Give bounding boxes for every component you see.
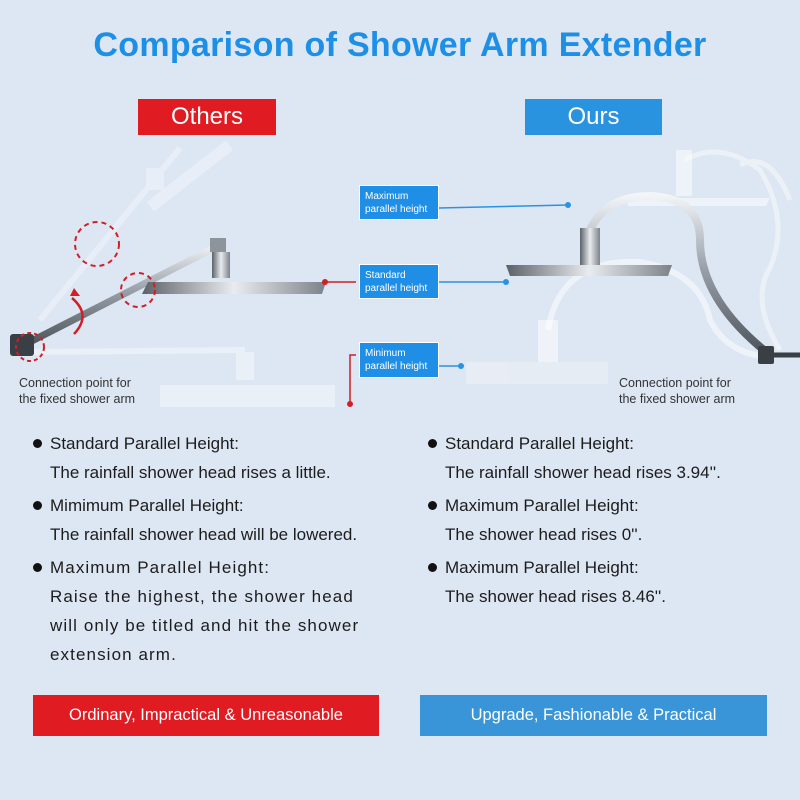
list-item: Standard Parallel Height: The rainfall s… — [31, 430, 421, 487]
bullet-heading: Maximum Parallel Height: — [426, 492, 796, 520]
bullet-heading: Standard Parallel Height: — [31, 430, 421, 458]
others-joint-circle-low — [15, 332, 45, 362]
list-item: Maximum Parallel Height: The shower head… — [426, 492, 796, 549]
bullet-text: The rainfall shower head rises 3.94''. — [445, 463, 721, 482]
ours-points-list: Standard Parallel Height: The rainfall s… — [426, 430, 796, 616]
comparison-illustration — [10, 140, 800, 407]
ours-label: Ours — [525, 99, 662, 135]
others-label: Others — [138, 99, 276, 135]
bullet-heading: Standard Parallel Height: — [426, 430, 796, 458]
list-item: Maximum Parallel Height: The shower head… — [426, 554, 796, 611]
bullet-text: The shower head rises 0''. — [445, 525, 643, 544]
standard-height-tag: Standard parallel height — [359, 264, 439, 299]
bullet-text-line2: will only be titled and hit the shower — [50, 616, 360, 635]
bullet-heading: Mimimum Parallel Height: — [31, 492, 421, 520]
bullet-text: The shower head rises 8.46''. — [445, 587, 666, 606]
connection-note-left-line2: the fixed shower arm — [19, 392, 136, 406]
maximum-height-tag: Maximum parallel height — [359, 185, 439, 220]
connection-note-right: Connection point for the fixed shower ar… — [619, 375, 735, 407]
others-joint-circle-mid — [120, 272, 156, 308]
bullet-text-line1: Raise the highest, the shower head — [50, 587, 354, 606]
list-item: Standard Parallel Height: The rainfall s… — [426, 430, 796, 487]
page-title: Comparison of Shower Arm Extender — [93, 26, 707, 64]
others-ghost-lower-arm — [29, 347, 335, 407]
connection-note-left: Connection point for the fixed shower ar… — [19, 375, 135, 407]
others-verdict-banner: Ordinary, Impractical & Unreasonable — [33, 695, 379, 736]
connection-note-right-line1: Connection point for — [619, 376, 731, 390]
others-points-list: Standard Parallel Height: The rainfall s… — [31, 430, 421, 674]
bullet-text: The rainfall shower head will be lowered… — [50, 525, 358, 544]
ours-ghost-high — [683, 149, 793, 352]
connection-note-right-line2: the fixed shower arm — [619, 392, 736, 406]
ours-verdict-banner: Upgrade, Fashionable & Practical — [420, 695, 767, 736]
bullet-heading: Maximum Parallel Height: — [426, 554, 796, 582]
ours-ghost-low — [545, 258, 761, 359]
ours-main-arm — [506, 191, 800, 364]
minimum-height-tag: Minimum parallel height — [359, 342, 439, 378]
others-ghost-upper-arm — [37, 140, 234, 322]
bullet-text: The rainfall shower head rises a little. — [50, 463, 331, 482]
connection-note-left-line1: Connection point for — [19, 376, 131, 390]
list-item: Mimimum Parallel Height: The rainfall sh… — [31, 492, 421, 549]
others-joint-circle-upper — [74, 221, 120, 267]
ours-ghost-low-head — [466, 320, 608, 384]
list-item: Maximum Parallel Height: Raise the highe… — [31, 554, 421, 669]
bullet-heading: Maximum Parallel Height: — [31, 554, 421, 582]
bullet-text-line3: extension arm. — [50, 645, 177, 664]
rotate-arrow-icon — [71, 297, 84, 335]
